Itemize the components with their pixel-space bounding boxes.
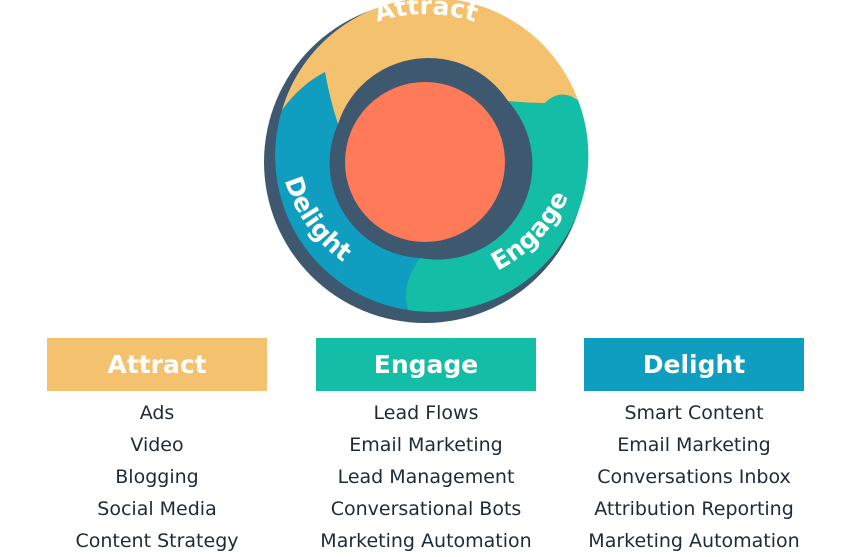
flywheel-segment-engage	[405, 94, 589, 312]
list-item: Blogging	[115, 466, 199, 488]
flywheel-segment-delight	[275, 72, 420, 310]
column-list-delight: Smart Content Email Marketing Conversati…	[584, 397, 804, 557]
list-item: Smart Content	[624, 402, 764, 424]
flywheel-hub	[345, 82, 505, 242]
column-delight: Delight Smart Content Email Marketing Co…	[584, 338, 804, 557]
list-item: Attribution Reporting	[594, 498, 794, 520]
list-item: Lead Management	[337, 466, 515, 488]
list-item: Conversational Bots	[330, 498, 522, 520]
column-list-engage: Lead Flows Email Marketing Lead Manageme…	[316, 397, 536, 557]
list-item: Social Media	[97, 498, 217, 520]
flywheel-diagram: Attract Engage Delight	[264, 0, 589, 323]
list-item: Email Marketing	[617, 434, 771, 456]
flywheel-segment-attract	[282, 0, 578, 124]
list-item: Marketing Automation	[320, 530, 532, 552]
list-item: Video	[130, 434, 184, 456]
list-item: Marketing Automation	[588, 530, 800, 552]
list-item: Content Strategy	[75, 530, 239, 552]
list-item: Email Marketing	[349, 434, 503, 456]
column-header-delight: Delight	[584, 338, 804, 391]
column-header-engage: Engage	[316, 338, 536, 391]
column-engage: Engage Lead Flows Email Marketing Lead M…	[316, 338, 536, 557]
list-item: Ads	[139, 402, 175, 424]
column-list-attract: Ads Video Blogging Social Media Content …	[47, 397, 267, 557]
list-item: Lead Flows	[373, 402, 479, 424]
list-item: Conversations Inbox	[597, 466, 791, 488]
column-header-attract: Attract	[47, 338, 267, 391]
column-attract: Attract Ads Video Blogging Social Media …	[47, 338, 267, 557]
